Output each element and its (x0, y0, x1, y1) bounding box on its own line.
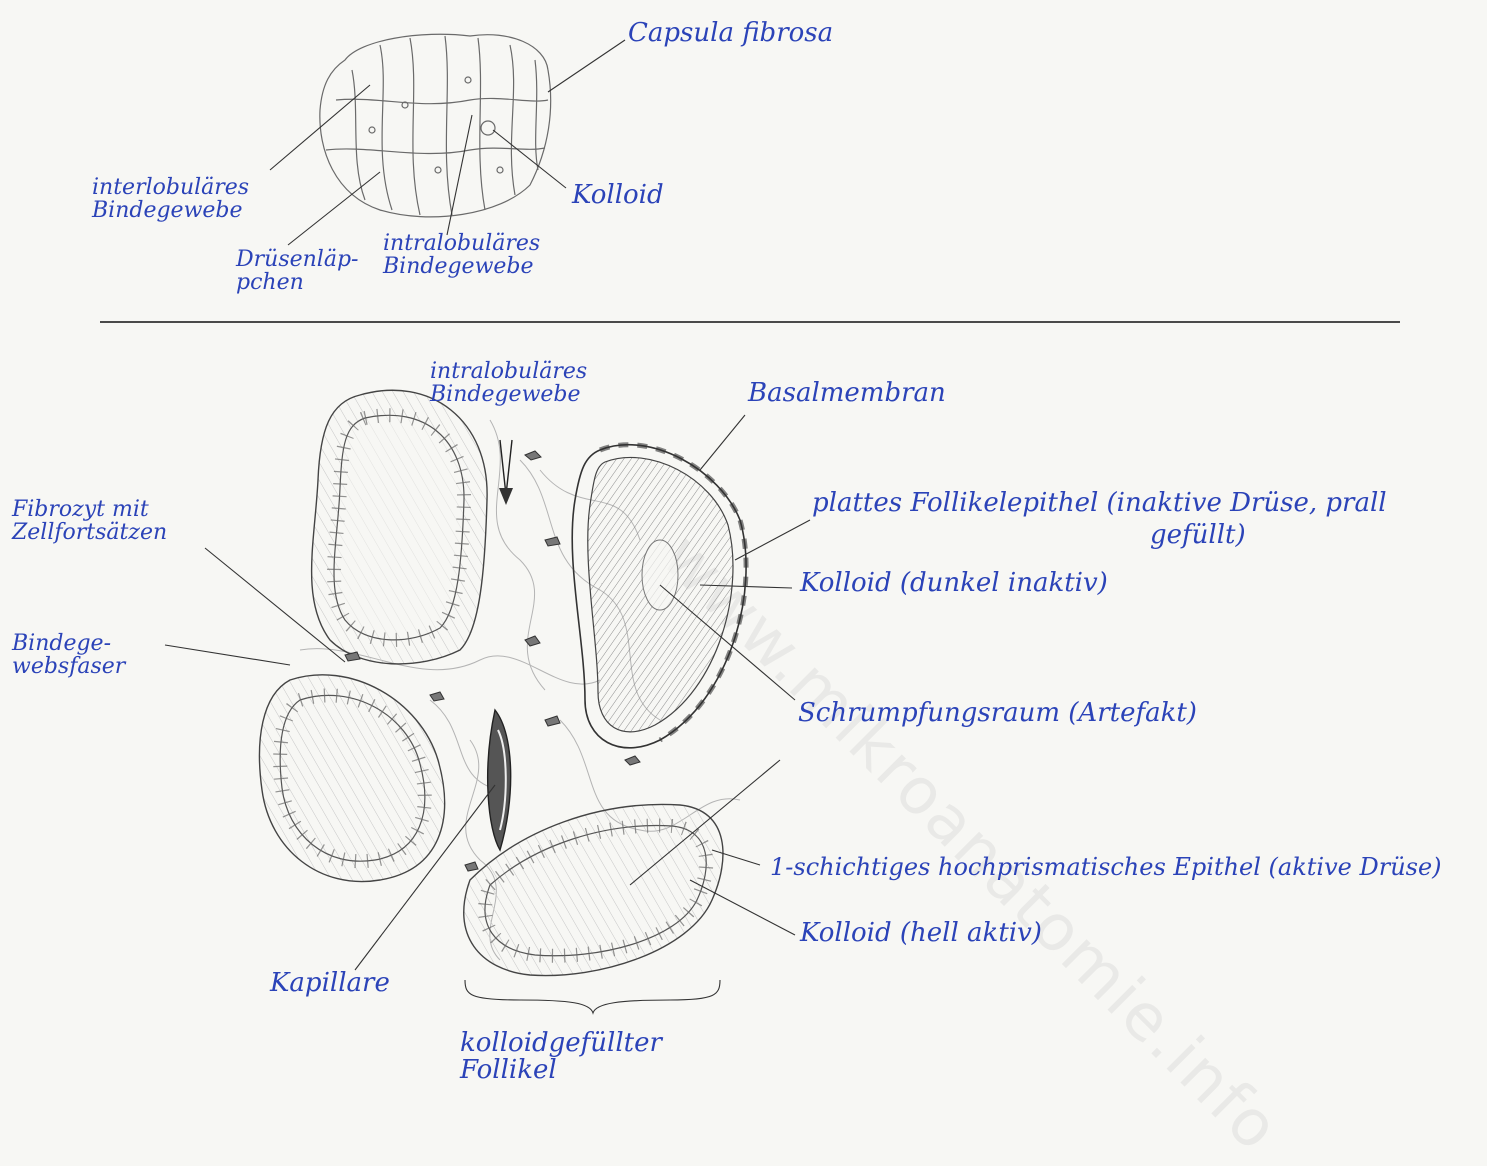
label-kolloid-dunkel: Kolloid (dunkel inaktiv) (800, 570, 1108, 597)
label-basalmembran: Basalmembran (748, 380, 946, 407)
label-epithel-aktiv: 1-schichtiges hochprismatisches Epithel … (770, 855, 1442, 880)
capillary (488, 710, 511, 850)
label-fibrozyt: Fibrozyt mit Zellfortsätzen (12, 498, 167, 544)
follicle-right-inactive (572, 445, 746, 748)
label-intralobular-tissue: intralobuläres Bindegewebe (430, 360, 587, 406)
diagram-canvas (0, 0, 1487, 1106)
label-capsula-fibrosa: Capsula fibrosa (628, 20, 833, 47)
label-schrumpfungsraum: Schrumpfungsraum (Artefakt) (798, 700, 1197, 727)
label-bindegewebsfaser: Bindege- websfaser (12, 632, 125, 678)
arrowhead-icon (499, 488, 513, 505)
follicle-bottom-left (259, 675, 444, 882)
label-intralobular-tissue-top: intralobuläres Bindegewebe (383, 232, 540, 278)
label-druesenlaeppchen: Drüsenläp- pchen (236, 248, 358, 294)
label-plattes-follikelepithel-2: gefüllt) (1150, 522, 1246, 549)
follicle-top-left (312, 390, 488, 664)
arrow-marker-icon (500, 440, 512, 495)
label-kolloid-hell: Kolloid (hell aktiv) (800, 920, 1042, 947)
overview-lobule (320, 34, 551, 217)
label-kolloid-top: Kolloid (572, 182, 664, 209)
label-plattes-follikelepithel: plattes Follikelepithel (inaktive Drüse,… (812, 490, 1387, 517)
label-kapillare: Kapillare (270, 970, 390, 997)
label-follikel: kolloidgefüllter Follikel (460, 1030, 662, 1085)
label-interlobular-tissue: interlobuläres Bindegewebe (92, 176, 249, 222)
